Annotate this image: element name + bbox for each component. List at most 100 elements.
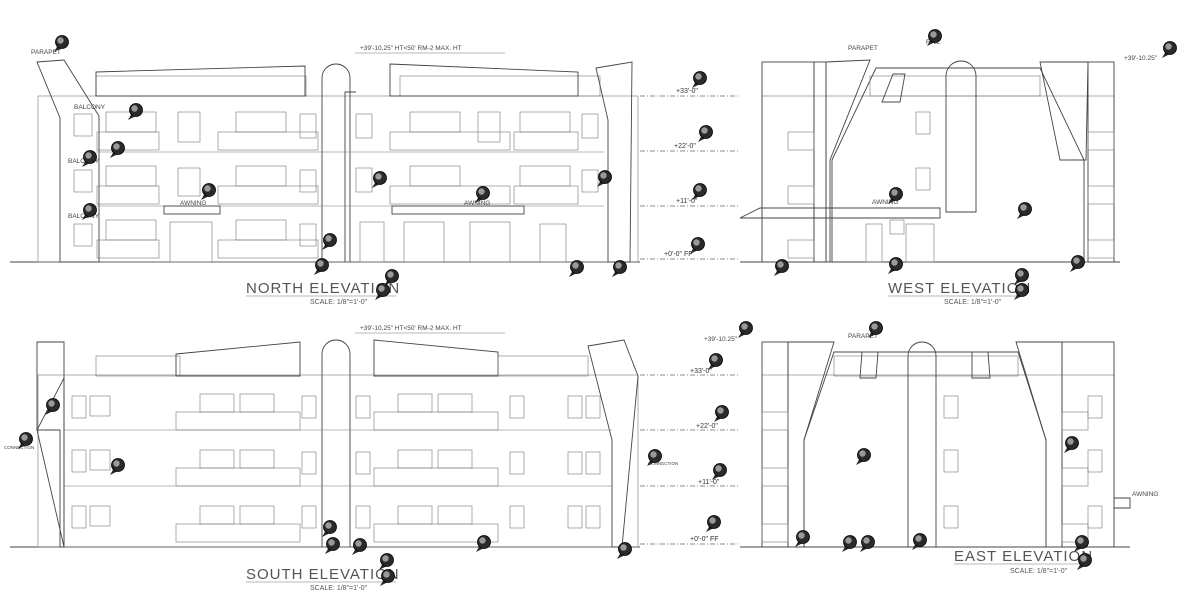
- north-parapet-left: [95, 65, 306, 97]
- comment-marker-icon[interactable]: [1077, 553, 1092, 571]
- comment-marker-icon[interactable]: [128, 103, 143, 121]
- comment-marker-icon[interactable]: [888, 187, 903, 205]
- north-left-wing: [36, 59, 100, 263]
- comment-marker-icon[interactable]: [706, 515, 721, 533]
- west-elevation: PARAPET RAIL AWNING +39'-10.25" WEST ELE…: [739, 39, 1158, 306]
- north-awning-note-1: AWNING: [180, 200, 206, 207]
- comment-marker-icon[interactable]: [795, 530, 810, 548]
- comment-marker-icon[interactable]: [372, 171, 387, 189]
- comment-marker-icon[interactable]: [54, 35, 69, 53]
- comment-marker-icon[interactable]: [352, 538, 367, 556]
- east-windows: [943, 395, 1103, 529]
- north-balcony-note-1: BALCONY: [74, 104, 106, 111]
- south-stair-tower: [321, 339, 351, 547]
- comment-marker-icon[interactable]: [18, 432, 33, 450]
- comment-marker-icon[interactable]: [1014, 283, 1029, 301]
- west-parapet-note: PARAPET: [848, 45, 878, 52]
- south-roof-rail-left: [95, 355, 181, 377]
- south-elevation-scale: SCALE: 1/8"=1'-0": [310, 585, 368, 592]
- west-height-note: +39'-10.25": [1124, 55, 1158, 62]
- comment-marker-icon[interactable]: [712, 463, 727, 481]
- south-parapet-left: [175, 341, 301, 377]
- comment-marker-icon[interactable]: [110, 141, 125, 159]
- comment-marker-icon[interactable]: [569, 260, 584, 278]
- west-left-pier: [761, 61, 815, 263]
- comment-marker-icon[interactable]: [690, 237, 705, 255]
- comment-marker-icon[interactable]: [1074, 535, 1089, 553]
- north-elevation: PARAPET BALCONY BALCONY BALCONY AWNING A…: [10, 45, 640, 306]
- comment-marker-icon[interactable]: [322, 233, 337, 251]
- comment-marker-icon[interactable]: [888, 257, 903, 275]
- comment-marker-icon[interactable]: [647, 449, 662, 467]
- west-right-pier: [1087, 61, 1115, 263]
- north-balconies: [96, 131, 579, 259]
- comment-marker-icon[interactable]: [597, 170, 612, 188]
- east-left-pier: [761, 341, 789, 548]
- comment-marker-icon[interactable]: [714, 405, 729, 423]
- comment-marker-icon[interactable]: [475, 186, 490, 204]
- comment-marker-icon[interactable]: [476, 535, 491, 553]
- north-main-mass: [37, 95, 639, 263]
- east-awning-note: AWNING: [1132, 491, 1158, 498]
- east-parapet-note: PARAPET: [848, 333, 878, 340]
- comment-marker-icon[interactable]: [860, 535, 875, 553]
- top-level-11: +11'-0": [676, 198, 698, 205]
- comment-marker-icon[interactable]: [325, 537, 340, 555]
- comment-marker-icon[interactable]: [1070, 255, 1085, 273]
- south-height-note: +39'-10.25" HT<50' RM-2 MAX. HT: [360, 325, 462, 332]
- comment-marker-icon[interactable]: [1162, 41, 1177, 59]
- comment-marker-icon[interactable]: [842, 535, 857, 553]
- west-roof-vent: [881, 73, 906, 103]
- north-awning-note-2: AWNING: [464, 200, 490, 207]
- comment-marker-icon[interactable]: [912, 533, 927, 551]
- west-gable-mass: [831, 67, 1085, 263]
- west-left-wing: [825, 59, 871, 263]
- south-connection-note-right: CONNECTION: [648, 461, 678, 466]
- north-awning-1: [163, 205, 221, 215]
- comment-marker-icon[interactable]: [375, 283, 390, 301]
- comment-marker-icon[interactable]: [868, 321, 883, 339]
- south-roof-rail-right: [497, 355, 589, 377]
- east-elevation-scale: SCALE: 1/8"=1'-0": [1010, 568, 1068, 575]
- comment-marker-icon[interactable]: [692, 183, 707, 201]
- comment-marker-icon[interactable]: [708, 353, 723, 371]
- east-roof-vent-2: [971, 351, 991, 379]
- comment-marker-icon[interactable]: [1064, 436, 1079, 454]
- west-stair-tower: [945, 60, 977, 213]
- comment-marker-icon[interactable]: [774, 259, 789, 277]
- comment-marker-icon[interactable]: [617, 542, 632, 560]
- comment-marker-icon[interactable]: [738, 321, 753, 339]
- bottom-level-markers: +33'-0" +22'-0" +11'-0" +0'-0" FF: [640, 368, 740, 545]
- comment-marker-icon[interactable]: [612, 260, 627, 278]
- east-right-wing: [1015, 341, 1063, 548]
- comment-marker-icon[interactable]: [927, 29, 942, 47]
- west-left-pier-2: [813, 61, 827, 263]
- south-parapet-right: [373, 339, 499, 377]
- comment-marker-icon[interactable]: [692, 71, 707, 89]
- comment-marker-icon[interactable]: [82, 150, 97, 168]
- comment-marker-icon[interactable]: [380, 569, 395, 587]
- comment-marker-icon[interactable]: [110, 458, 125, 476]
- comment-marker-icon[interactable]: [698, 125, 713, 143]
- comment-marker-icon[interactable]: [201, 183, 216, 201]
- north-elevation-scale: SCALE: 1/8"=1'-0": [310, 299, 368, 306]
- north-stair-tower: [321, 63, 351, 262]
- south-windows: [71, 393, 601, 529]
- south-right-wing: [587, 339, 639, 548]
- comment-marker-icon[interactable]: [45, 398, 60, 416]
- comment-marker-icon[interactable]: [82, 203, 97, 221]
- comment-marker-icon[interactable]: [1014, 268, 1029, 286]
- north-balcony-note-2: BALCONY: [68, 158, 100, 165]
- north-right-wing: [595, 61, 633, 263]
- comment-marker-icon[interactable]: [1017, 202, 1032, 220]
- comment-marker-icon[interactable]: [322, 520, 337, 538]
- comment-marker-icon[interactable]: [314, 258, 329, 276]
- comment-marker-icon[interactable]: [856, 448, 871, 466]
- east-roof-vent-1: [859, 351, 879, 379]
- comment-marker-icon[interactable]: [379, 553, 394, 571]
- top-level-33: +33'-0": [676, 88, 698, 95]
- west-awning: [739, 207, 941, 219]
- north-balcony-note-3: BALCONY: [68, 213, 100, 220]
- comment-markers[interactable]: [18, 29, 1177, 587]
